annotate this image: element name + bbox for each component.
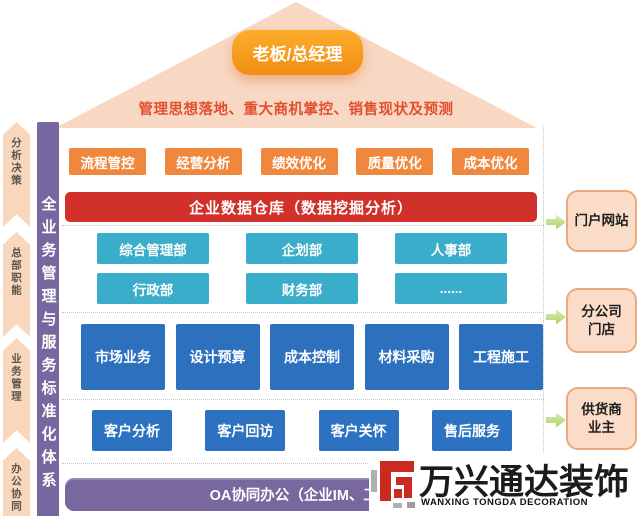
node-finance-dept: 财务部 [246,273,358,304]
node-quality-optimization: 质量优化 [356,148,434,175]
watermark-en-text: WANXING TONGDA DECORATION [421,497,588,508]
node-customer-care: 客户关怀 [318,410,399,451]
node-material-purchase: 材料采购 [364,324,449,390]
arrow-right-icon [546,309,566,325]
node-market-business: 市场业务 [81,324,165,390]
divider-1 [62,225,544,226]
data-warehouse-bar: 企业数据仓库（数据挖掘分析） [65,192,537,222]
divider-2 [62,312,544,313]
system-title-label: 全业务管理与服务标准化体系 [39,196,57,495]
divider-4 [62,463,544,464]
departments-row-2: 行政部 财务部 ...... [97,273,507,304]
node-operation-analysis: 经营分析 [164,148,242,175]
system-title-bar: 全业务管理与服务标准化体系 [37,122,59,516]
node-design-budget: 设计预算 [175,324,260,390]
boss-node: 老板/总经理 [232,30,363,75]
link-branch-stores: 分公司 门店 [566,288,637,353]
node-process-control: 流程管控 [69,148,146,175]
link-label: 业主 [588,419,615,435]
flow-stage-business: 业务管理 [3,338,30,443]
node-customer-analysis: 客户分析 [92,410,172,451]
divider-3 [62,399,544,400]
flow-stage-label: 分析决策 [10,137,22,187]
node-admin-dept: 行政部 [97,273,209,304]
link-label: 供货商 [581,401,622,417]
boss-label: 老板/总经理 [252,45,343,64]
watermark: 万兴通达装饰 WANXING TONGDA DECORATION [369,454,640,516]
node-engineering-construction: 工程施工 [459,324,543,390]
roof-subtitle: 管理思想落地、重大商机掌控、销售现状及预测 [138,102,454,118]
optimization-row: 流程管控 经营分析 绩效优化 质量优化 成本优化 [69,148,529,175]
flow-stage-label: 业务管理 [10,353,22,403]
link-label: 分公司 [581,303,622,319]
node-cost-optimization: 成本优化 [452,148,529,175]
node-hr-dept: 人事部 [395,233,507,264]
flow-stage-analysis: 分析决策 [3,122,30,227]
node-performance-optimization: 绩效优化 [260,148,338,175]
flow-stage-label: 办公协同 [10,463,22,513]
flow-stage-hq: 总部职能 [3,232,30,337]
divider-right [543,126,544,463]
flow-stage-office: 办公协同 [3,448,30,516]
node-customer-followup: 客户回访 [205,410,286,451]
business-row: 市场业务 设计预算 成本控制 材料采购 工程施工 [81,324,543,390]
link-portal-website: 门户网站 [566,190,637,252]
watermark-cn-text: 万兴通达装饰 [419,463,630,502]
link-label: 门户网站 [574,213,629,228]
flow-stage-label: 总部职能 [10,247,22,297]
customer-row: 客户分析 客户回访 客户关怀 售后服务 [92,410,512,451]
link-label: 门店 [588,321,615,337]
node-more-depts: ...... [395,273,507,304]
node-after-sales-service: 售后服务 [431,410,512,451]
wanxing-tongda-logo-icon [371,458,417,510]
node-cost-control: 成本控制 [270,324,354,390]
node-general-management-dept: 综合管理部 [97,233,209,264]
arrow-right-icon [546,214,566,230]
arrow-right-icon [546,412,566,428]
node-planning-dept: 企划部 [246,233,358,264]
link-suppliers-owners: 供货商 业主 [566,387,637,450]
departments-row-1: 综合管理部 企划部 人事部 [97,233,507,264]
